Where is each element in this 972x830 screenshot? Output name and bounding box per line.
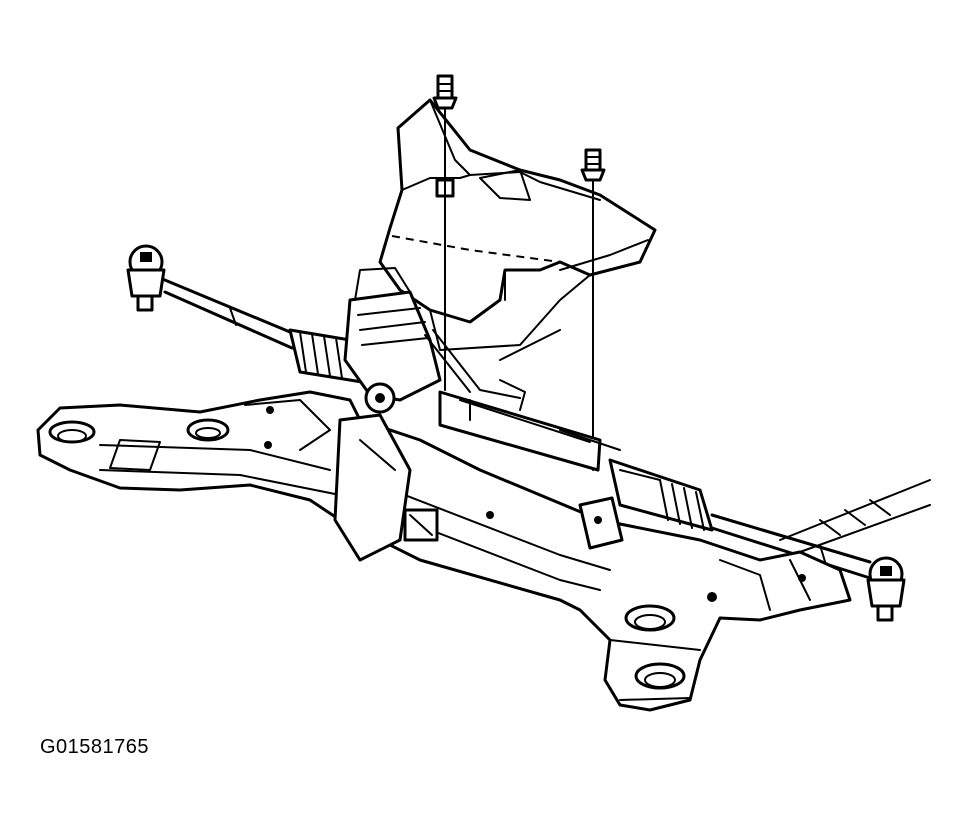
right-bolt (580, 148, 606, 471)
right-tie-rod (710, 513, 906, 622)
pinion-valve-housing (343, 267, 526, 414)
heat-shield (378, 98, 657, 351)
figure-id-label: G01581765 (40, 736, 150, 758)
left-bolt (432, 74, 458, 391)
left-tie-rod (126, 244, 294, 350)
steering-rack (288, 328, 714, 532)
crossmember (36, 390, 852, 712)
body-panel (499, 329, 931, 553)
